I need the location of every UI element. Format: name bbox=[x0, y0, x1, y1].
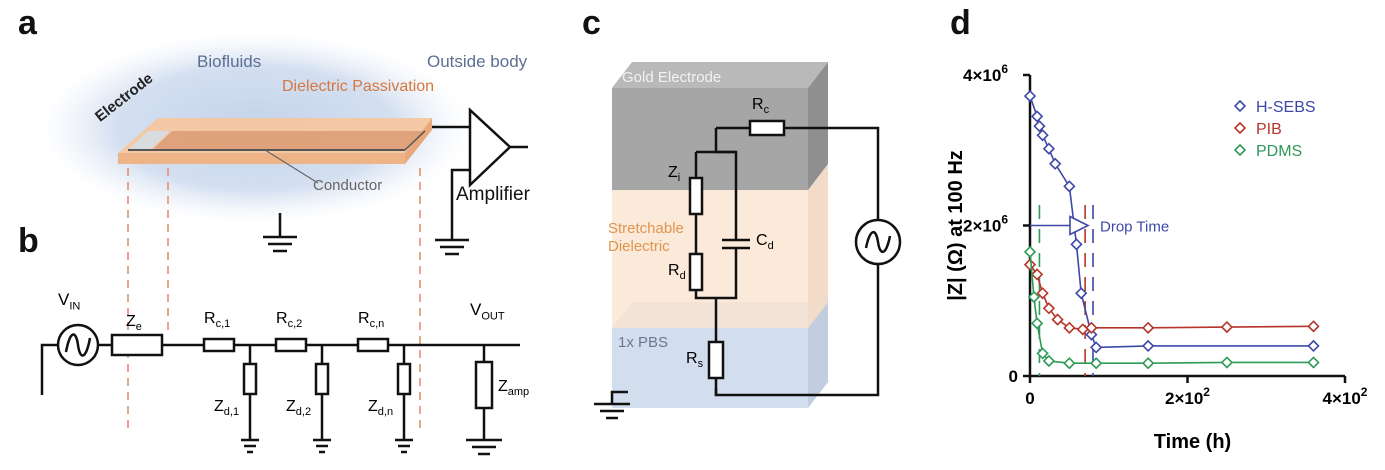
data-point-h-sebs bbox=[1075, 287, 1088, 300]
data-point-pib bbox=[1023, 258, 1037, 271]
stretchable-label: Stretchable bbox=[608, 220, 684, 237]
zd2-label: Zd,2 bbox=[286, 398, 312, 419]
panel-letter-d: d bbox=[950, 4, 971, 42]
data-point-h-sebs bbox=[1049, 157, 1062, 170]
guide-lines bbox=[127, 168, 421, 432]
data-point-h-sebs bbox=[1085, 328, 1098, 341]
rc1-label: Rc,1 bbox=[204, 310, 231, 331]
conductor-label: Conductor bbox=[313, 177, 383, 194]
dielectric-passivation-label: Dielectric Passivation bbox=[282, 78, 435, 95]
data-point-h-sebs bbox=[1042, 142, 1056, 155]
rc-label: Rc bbox=[752, 96, 770, 117]
ze-label: Ze bbox=[126, 313, 142, 334]
ground-symbol-a1 bbox=[263, 213, 297, 253]
panel-letter-c: c bbox=[582, 4, 601, 42]
circuit-c bbox=[610, 119, 902, 404]
conductor-layer bbox=[152, 131, 425, 150]
series-line-pib bbox=[1029, 264, 1314, 331]
data-point-h-sebs bbox=[1307, 339, 1320, 353]
rs-label: Rs bbox=[686, 350, 704, 371]
amplifier-label: Amplifier bbox=[456, 184, 530, 205]
data-point-pdms bbox=[1030, 317, 1044, 330]
data-point-pib bbox=[1063, 321, 1076, 334]
data-point-h-sebs bbox=[1141, 339, 1155, 353]
outside-body-label: Outside body bbox=[427, 52, 528, 71]
amplifier-symbol bbox=[432, 107, 528, 240]
data-point-pib bbox=[1036, 287, 1049, 300]
panel-letter-b: b bbox=[18, 222, 39, 260]
zamp-label: Zamp bbox=[498, 378, 530, 399]
circuit-b bbox=[40, 323, 520, 440]
data-point-h-sebs bbox=[1033, 120, 1046, 133]
y-axis-label: |Z| (Ω) at 100 Hz bbox=[945, 150, 967, 301]
zi-label: Zi bbox=[668, 164, 681, 185]
y-tick-label: 0 bbox=[1009, 367, 1018, 386]
rd-label: Rd bbox=[668, 262, 686, 283]
data-point-h-sebs bbox=[1030, 110, 1044, 123]
x-axis-label: Time (h) bbox=[1154, 431, 1231, 453]
dielectric-label: Dielectric bbox=[608, 238, 670, 255]
x-tick-label: 4×102 bbox=[1323, 385, 1368, 408]
device-slab bbox=[118, 118, 432, 164]
data-point-pdms bbox=[1042, 354, 1056, 368]
data-point-pib bbox=[1051, 313, 1064, 326]
data-point-pib bbox=[1085, 321, 1098, 334]
data-point-pdms bbox=[1036, 347, 1049, 360]
pbs-label: 1x PBS bbox=[618, 334, 669, 351]
legend-marker-pdms bbox=[1233, 143, 1247, 157]
vin-label: VIN bbox=[58, 290, 81, 313]
gold-electrode-label: Gold Electrode bbox=[622, 69, 722, 86]
data-point-pdms bbox=[1307, 356, 1320, 369]
data-point-h-sebs bbox=[1036, 129, 1049, 142]
data-point-pdms bbox=[1220, 356, 1234, 369]
data-point-pdms bbox=[1141, 357, 1155, 370]
zdn-label: Zd,n bbox=[368, 398, 394, 419]
data-point-pdms bbox=[1063, 357, 1076, 370]
rc2-label: Rc,2 bbox=[276, 310, 303, 331]
data-point-pib bbox=[1042, 302, 1056, 315]
drop-time-annotation: Drop Time bbox=[1100, 219, 1169, 236]
data-point-pdms bbox=[1027, 290, 1041, 304]
data-point-pdms bbox=[1090, 357, 1103, 370]
data-point-pib bbox=[1220, 320, 1234, 334]
legend-marker-h-sebs bbox=[1233, 99, 1247, 113]
biofluids-label: Biofluids bbox=[197, 52, 262, 71]
legend-label-pdms: PDMS bbox=[1256, 143, 1302, 160]
legend-label-h-sebs: H-SEBS bbox=[1256, 99, 1316, 116]
panel-letter-a: a bbox=[18, 4, 37, 42]
ground-symbols-b bbox=[241, 438, 502, 456]
x-tick-label: 0 bbox=[1025, 389, 1034, 408]
ground-symbol-c bbox=[594, 402, 630, 420]
data-point-pib bbox=[1141, 321, 1155, 334]
series-line-pdms bbox=[1029, 251, 1314, 365]
drop-time-arrow-head bbox=[1069, 215, 1090, 236]
data-point-h-sebs bbox=[1063, 180, 1076, 193]
electrode-pad bbox=[128, 131, 170, 150]
data-point-h-sebs bbox=[1070, 238, 1083, 251]
x-tick-label: 2×102 bbox=[1165, 385, 1210, 408]
legend-label-pib: PIB bbox=[1256, 121, 1282, 138]
y-tick-label: 4×106 bbox=[963, 62, 1008, 85]
ground-symbol-a2 bbox=[435, 238, 469, 256]
data-point-pib bbox=[1076, 323, 1089, 336]
data-point-h-sebs bbox=[1090, 341, 1103, 354]
legend-marker-pib bbox=[1233, 121, 1247, 135]
vout-label: VOUT bbox=[470, 300, 505, 323]
data-point-h-sebs bbox=[1023, 89, 1037, 103]
rcn-label: Rc,n bbox=[358, 310, 385, 331]
cd-label: Cd bbox=[756, 232, 774, 253]
y-tick-label: 2×106 bbox=[963, 213, 1008, 236]
zd1-label: Zd,1 bbox=[214, 398, 240, 419]
data-point-pib bbox=[1030, 268, 1044, 281]
data-point-pib bbox=[1307, 320, 1320, 333]
data-point-pdms bbox=[1023, 245, 1037, 258]
